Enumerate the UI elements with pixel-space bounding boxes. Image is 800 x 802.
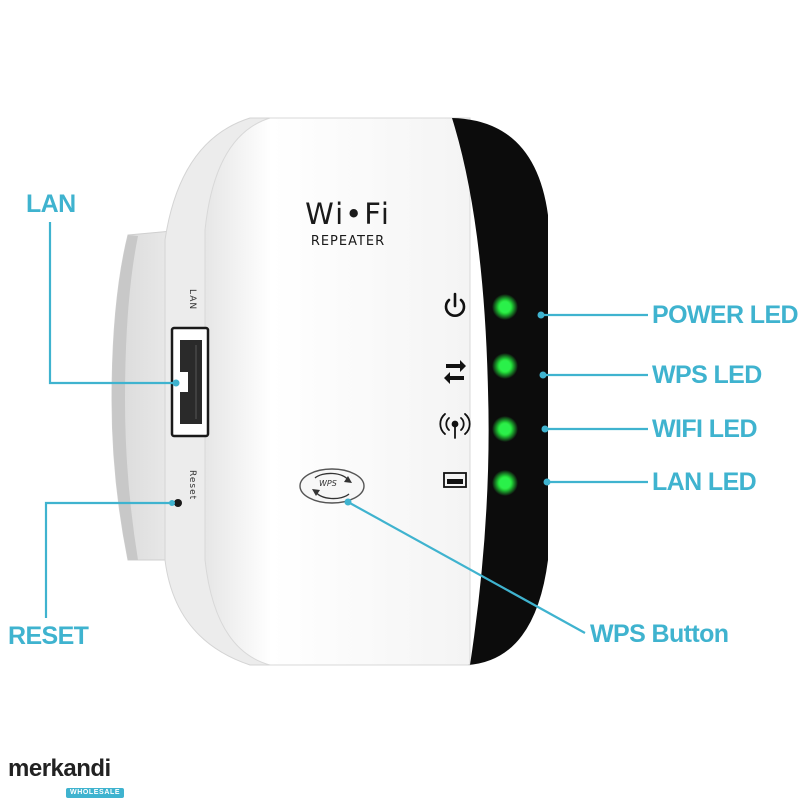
plug-shadow <box>112 235 138 560</box>
callout-wps-led: WPS LED <box>652 361 762 389</box>
wps-button <box>299 468 365 504</box>
leader-reset <box>44 501 172 618</box>
port-label: LAN <box>187 289 197 311</box>
callout-wps-button: WPS Button <box>590 620 729 648</box>
wifi-led <box>499 423 511 435</box>
leader-lines <box>44 222 648 634</box>
callout-lan: LAN <box>26 190 76 218</box>
logo-badge: WHOLESALE <box>66 788 125 799</box>
led-indicators <box>492 294 518 496</box>
wps-led <box>499 360 511 372</box>
callout-lan-led: LAN LED <box>652 468 757 496</box>
wps-icon <box>314 472 349 481</box>
callout-reset: RESET <box>8 622 89 650</box>
leader-wps-button <box>347 501 586 634</box>
lan-port <box>170 326 210 438</box>
power-led <box>499 301 511 313</box>
lan-led <box>499 477 511 489</box>
lan-port-icon <box>443 472 467 488</box>
reset-pinhole <box>174 499 182 507</box>
device-body <box>204 117 471 666</box>
callout-power-led: POWER LED <box>652 301 799 329</box>
power-icon <box>444 292 466 317</box>
brand-repeater-text: REPEATER <box>310 234 386 249</box>
leader-lan <box>48 222 176 385</box>
merkandi-logo: merkandi WHOLESALE <box>8 757 136 799</box>
device-face <box>452 118 548 665</box>
wps-button-text: WPS <box>319 479 337 488</box>
device-brand: Wi•Fi REPEATER <box>300 197 396 249</box>
sync-icon <box>444 360 466 384</box>
callout-wifi-led: WIFI LED <box>652 415 758 443</box>
logo-name: merkandi <box>8 755 111 782</box>
wifi-signal-icon <box>439 413 471 439</box>
reset-label: Reset <box>187 470 197 501</box>
brand-wifi-text: Wi•Fi <box>305 197 391 231</box>
